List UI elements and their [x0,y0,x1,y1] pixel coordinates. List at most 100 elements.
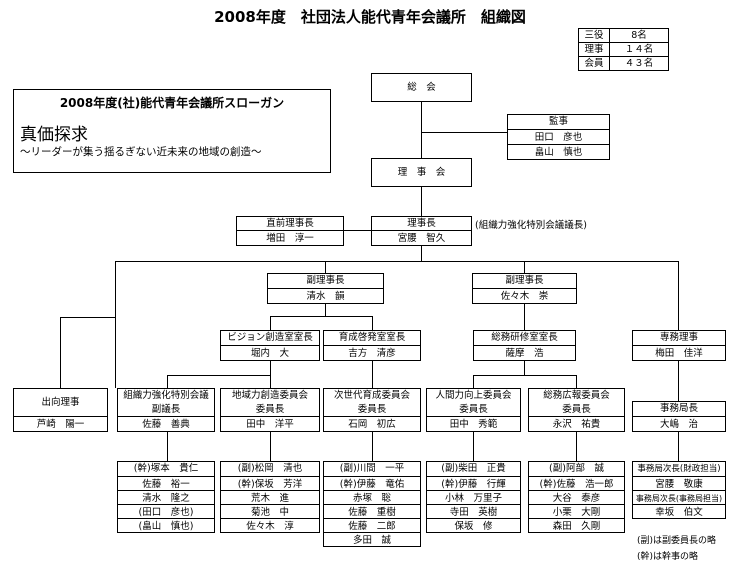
president-title: 理事長 [407,218,436,229]
list-item: 清水 隆之 [118,490,214,506]
connector-line [524,261,525,273]
stats-label: 三役 [578,28,610,43]
connector-line [270,316,271,330]
committee-title: 地域力創造委員会 [231,390,308,401]
connector-line [270,432,271,461]
connector-line [167,432,168,461]
stats-value: １４名 [609,42,669,57]
president-name: 宮腰 智久 [372,230,471,247]
list-item: 佐藤 裕一 [118,476,214,492]
president-box: 理事長 宮腰 智久 [371,216,472,246]
committee-chair-name: 石岡 初広 [324,416,420,433]
past-president-title: 直前理事長 [266,218,314,229]
special-council-box: 組織力強化特別会議 副議長 佐藤 善典 [117,388,215,432]
connector-line [325,304,326,316]
list-item: 佐藤 二郎 [324,518,420,534]
office-chief-title: 育成啓発室室長 [338,332,406,343]
committee-box: 人間力向上委員会 委員長 田中 秀範 [426,388,521,432]
connector-line [421,246,422,261]
committee-title: 総務広報委員会 [543,390,610,401]
list-item: (副)川間 一平 [339,463,405,474]
connector-line [678,432,679,461]
vice-president-name: 清水 韻 [268,288,383,305]
connector-line [473,375,474,388]
list-item: (副)阿部 誠 [549,463,604,474]
list-item: 寺田 英樹 [427,504,520,520]
connector-line [421,132,507,133]
connector-line [473,432,474,461]
list-item: 荒木 進 [221,490,319,506]
managing-director-title: 専務理事 [659,332,698,343]
past-president-box: 直前理事長 増田 淳一 [236,216,344,246]
committee-member-list: (副)松岡 清也 (幹)保坂 芳洋 荒木 進 菊池 中 佐々木 淳 [220,461,320,533]
special-council-role: 副議長 [151,404,181,415]
connector-line [678,261,679,330]
connector-line [372,316,373,330]
seconded-director-box: 出向理事 芦崎 陽一 [13,388,108,432]
slogan-main: 真価探求 [20,125,88,145]
connector-line [167,375,168,388]
committee-role: 委員長 [459,404,488,415]
committee-chair-name: 田中 洋平 [221,416,319,433]
connector-line [270,375,271,388]
footnote: (幹)は幹事の略 [637,552,699,562]
stats-label: 会員 [578,56,610,71]
connector-line [115,261,116,388]
slogan-title: 2008年度(社)能代青年会議所スローガン [59,96,285,110]
committee-box: 総務広報委員会 委員長 永沢 祐貴 [528,388,625,432]
connector-line [372,432,373,461]
stats-label: 理事 [578,42,610,57]
connector-line [60,317,115,318]
connector-line [115,261,678,262]
secretariat-head-title: 事務局長 [659,403,698,414]
committee-role: 委員長 [562,404,591,415]
footnote: (副)は副委員長の略 [637,536,717,546]
list-item: 保坂 修 [427,518,520,534]
slogan-box: 2008年度(社)能代青年会議所スローガン 真価探求 ～リーダーが集う揺るぎない… [13,89,331,173]
vice-president-box: 副理事長 佐々木 崇 [472,273,577,304]
auditors-box: 監事 田口 彦也 畠山 慎也 [507,114,610,160]
stats-value: ４３名 [609,56,669,71]
vice-president-title: 副理事長 [306,275,345,286]
committee-role: 委員長 [357,404,387,415]
committee-chair-name: 永沢 祐貴 [529,416,624,433]
office-chief-name: 堀内 大 [221,345,319,362]
secretariat-head-name: 大嶋 治 [633,416,725,433]
managing-director-name: 梅田 佳洋 [633,345,725,362]
past-president-name: 増田 淳一 [237,230,343,247]
committee-role: 委員長 [255,404,285,415]
list-item: (幹)伊藤 行輝 [427,476,520,492]
connector-line [524,361,525,375]
connector-line [270,361,271,375]
vice-president-box: 副理事長 清水 韻 [267,273,384,304]
stats-value: 8名 [609,28,669,43]
committee-box: 地域力創造委員会 委員長 田中 洋平 [220,388,320,432]
president-note: (組織力強化特別会議議長) [475,220,587,231]
list-item: (副)柴田 正貴 [441,463,506,474]
office-chief-title: ビジョン創造室室長 [227,332,313,343]
general-assembly-label: 総 会 [407,82,436,93]
general-assembly-box: 総 会 [371,73,472,102]
vice-president-title: 副理事長 [505,275,544,286]
list-item: 佐々木 淳 [221,518,319,534]
office-chief-title: 総務研修室室長 [491,332,558,343]
secretariat-member-list: 事務局次長(財政担当) 宮腰 敬康 事務局次長(事務局担当) 幸坂 伯文 [632,461,726,519]
list-item: (田口 彦也) [118,504,214,520]
list-item: (幹)伊藤 竜佑 [324,476,420,492]
list-item: 幸坂 伯文 [633,504,725,520]
list-item: 多田 誠 [324,532,420,548]
connector-line [576,375,577,388]
committee-title: 次世代育成委員会 [333,390,410,401]
list-item: 森田 久剛 [529,518,624,534]
connector-line [524,304,525,330]
special-council-name: 佐藤 善典 [118,416,214,433]
secretariat-head-box: 事務局長 大嶋 治 [632,401,726,432]
committee-title: 人間力向上委員会 [435,390,512,401]
list-item: (幹)塚本 貴仁 [133,463,199,474]
committee-member-list: (副)阿部 誠 (幹)佐藤 浩一郎 大谷 泰彦 小栗 大剛 森田 久剛 [528,461,625,533]
connector-line [270,316,372,317]
